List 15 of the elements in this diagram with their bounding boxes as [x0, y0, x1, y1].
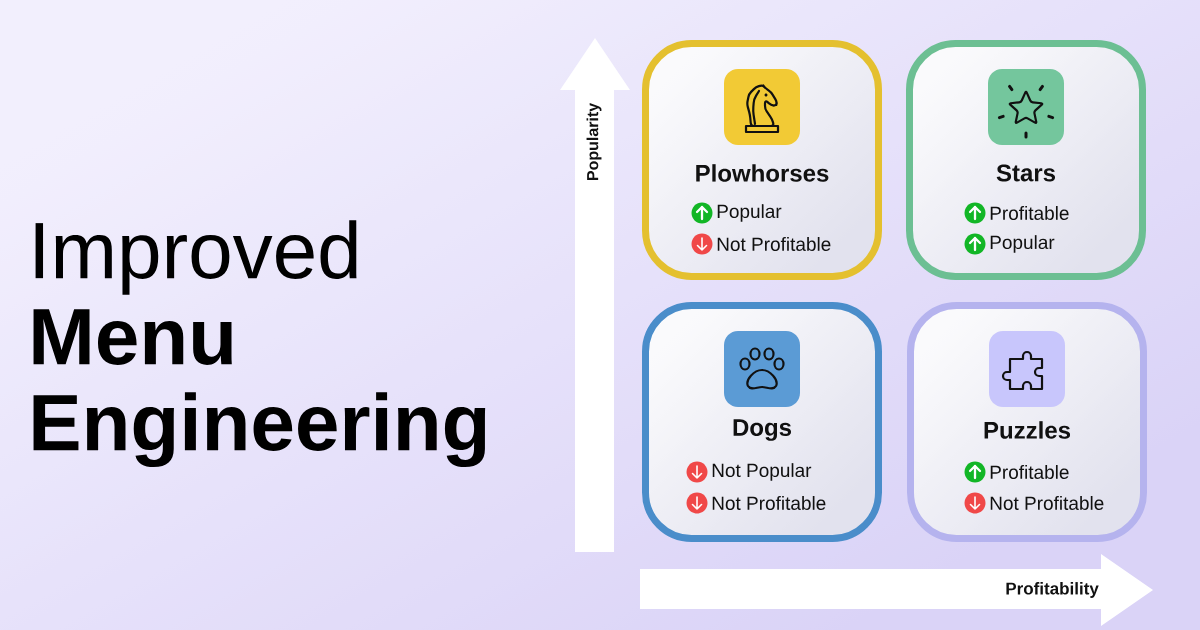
axis-label: Popularity	[586, 102, 602, 181]
card-heading: Stars	[996, 164, 1056, 182]
card-heading: Puzzles	[984, 421, 1071, 439]
card-heading: Plowhorses	[696, 164, 829, 182]
list-item: Profitable	[990, 206, 1069, 220]
title: Improved Menu Engineering	[33, 220, 486, 468]
list-item: Not Profitable	[717, 237, 831, 251]
card-heading: Dogs	[733, 419, 791, 441]
list-item: Profitable	[990, 465, 1069, 479]
list-item: Not Popular	[712, 463, 812, 481]
axis-label: Profitability	[1006, 582, 1099, 598]
list-item: Popular	[717, 204, 782, 222]
list-item: Not Profitable	[712, 496, 826, 510]
list-item: Popular	[990, 235, 1055, 253]
list-item: Not Profitable	[990, 496, 1104, 510]
